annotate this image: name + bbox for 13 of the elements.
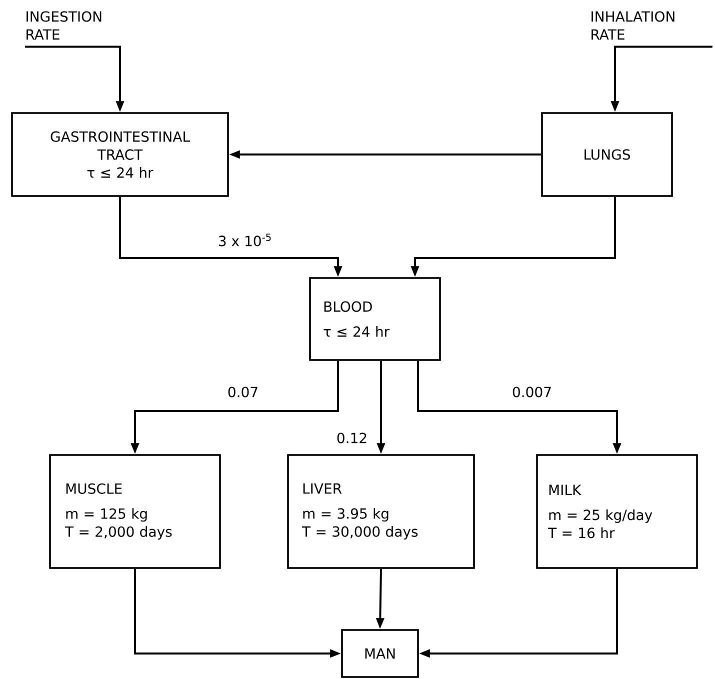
- compartment-box: LUNGS: [541, 112, 673, 197]
- edge-label: 0.12: [335, 432, 369, 444]
- input-label: INGESTION RATE: [26, 11, 102, 40]
- compartment-box: LIVER m = 3.95 kg T = 30,000 days: [287, 454, 475, 569]
- compartment-box: GASTROINTESTINAL TRACT τ ≤ 24 hr: [11, 112, 229, 197]
- compartment-box: MUSCLE m = 125 kg T = 2,000 days: [49, 454, 221, 569]
- compartment-box: BLOOD τ ≤ 24 hr: [309, 277, 441, 361]
- compartment-box: MAN: [341, 629, 419, 678]
- edge-label: 0.007: [510, 386, 554, 398]
- compartment-box: MILK m = 25 kg/day T = 16 hr: [536, 454, 698, 569]
- edge-label: 3 x 10$^{-5}$: [216, 232, 274, 248]
- edge-label: 0.07: [226, 386, 260, 398]
- input-label: INHALATION RATE: [592, 11, 674, 40]
